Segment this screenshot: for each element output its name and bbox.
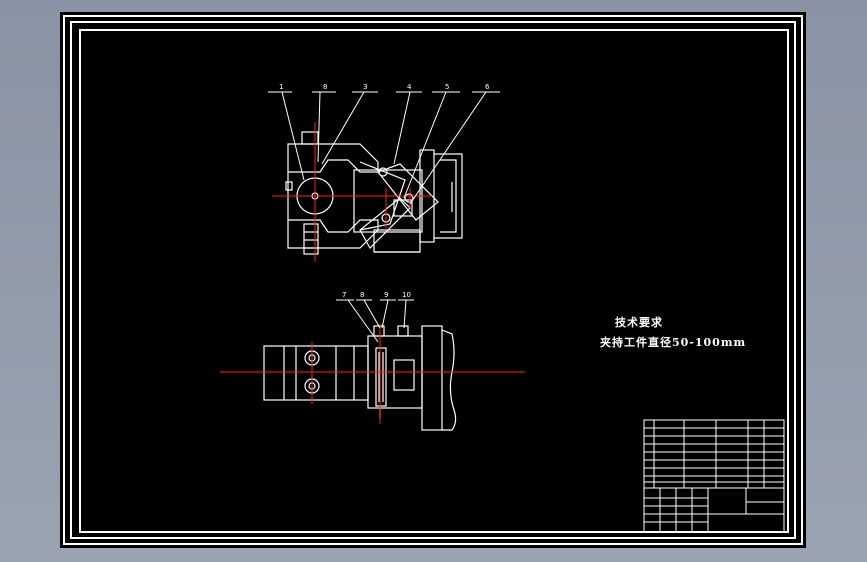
balloon-bottom-10-3: 10 (402, 291, 411, 299)
front-leaders (336, 299, 414, 343)
tech-requirements-title: 技术要求 (615, 316, 663, 329)
balloon-top-8-1: 8 (323, 83, 328, 91)
middle-frame (70, 21, 796, 539)
balloon-bottom-7-0: 7 (342, 291, 347, 299)
balloon-top-5-4: 5 (445, 83, 450, 91)
balloon-bottom-8-1: 8 (360, 291, 365, 299)
balloon-top-4-3: 4 (407, 83, 412, 91)
balloon-top-1-0: 1 (279, 83, 284, 91)
front-view-centerlines (220, 324, 525, 424)
top-view (285, 131, 463, 255)
top-leaders (268, 91, 500, 205)
parts-list-table (643, 419, 785, 489)
drawing-sheet: 1 8 3 4 5 6 7 8 9 10 技术要求 夹持工件直径50-100mm (60, 12, 806, 548)
cad-drawing (63, 15, 803, 545)
drawing-border (79, 29, 789, 533)
tech-requirements-text: 夹持工件直径50-100mm (600, 336, 747, 349)
top-view-centerlines (272, 122, 432, 262)
title-block (643, 487, 785, 533)
balloon-top-3-2: 3 (363, 83, 368, 91)
balloon-bottom-9-2: 9 (384, 291, 389, 299)
front-view (263, 325, 457, 431)
balloon-top-6-5: 6 (485, 83, 490, 91)
outer-frame (63, 15, 803, 545)
